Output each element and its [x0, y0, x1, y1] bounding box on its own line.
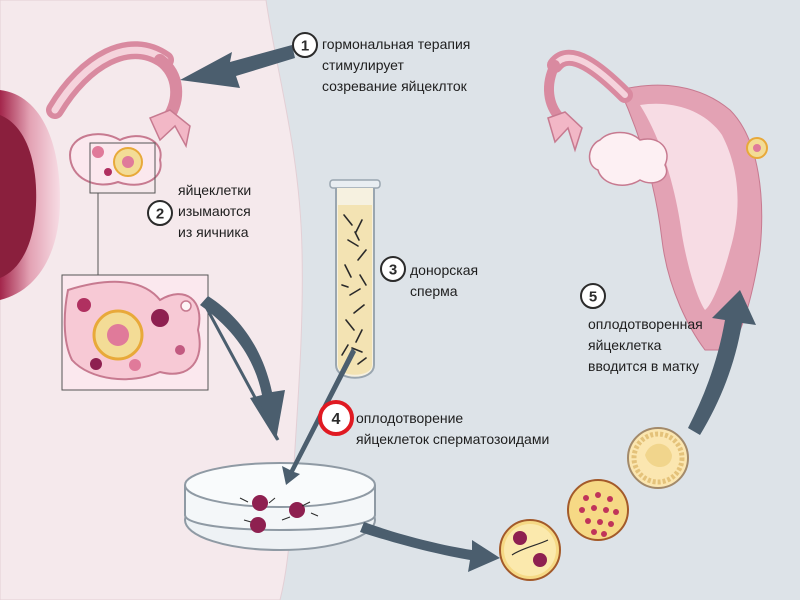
step-1-line: стимулирует [322, 57, 404, 73]
arrow-step1 [180, 45, 295, 88]
arrow-inset-line [203, 304, 280, 441]
step-number-1: 1 [301, 38, 309, 55]
step-5-line: вводится в матку [588, 358, 700, 374]
step-number-3: 3 [389, 262, 397, 279]
arrow-embryo-to-uterus [688, 290, 756, 435]
step-5-label: оплодотворенная яйцеклетка вводится в ма… [588, 314, 703, 377]
left-uterus [0, 41, 191, 300]
step-marker-4: 4 [318, 400, 354, 436]
step-5-line: оплодотворенная [588, 316, 703, 332]
step-marker-2: 2 [147, 200, 173, 226]
step-marker-5: 5 [580, 283, 606, 309]
step-1-line: созревание яйцеклток [322, 78, 467, 94]
arrow-inset-to-dish [200, 296, 285, 440]
step-marker-3: 3 [380, 256, 406, 282]
step-2-line: яйцеклетки [178, 182, 252, 198]
step-2-label: яйцеклетки изымаются из яичника [178, 180, 251, 243]
arrow-dish-to-embryo [360, 522, 500, 572]
ovary-detail-frame [89, 142, 156, 194]
step-4-label: оплодотворение яйцеклеток сперматозоидам… [356, 408, 549, 450]
step-2-line: изымаются [178, 203, 251, 219]
step-5-line: яйцеклетка [588, 337, 662, 353]
step-3-line: сперма [410, 283, 458, 299]
test-tube [329, 179, 381, 379]
step-marker-1: 1 [292, 32, 318, 58]
step-number-5: 5 [589, 289, 597, 306]
step-1-line: гормональная терапия [322, 36, 471, 52]
ovary-magnified-inset [61, 274, 209, 391]
step-3-line: донорская [410, 262, 479, 278]
step-2-line: из яичника [178, 224, 249, 240]
step-number-4: 4 [332, 411, 341, 428]
step-1-label: гормональная терапия стимулирует созрева… [322, 34, 470, 97]
step-4-line: яйцеклеток сперматозоидами [356, 431, 550, 447]
embryo-stages [499, 427, 689, 581]
step-number-2: 2 [156, 206, 164, 223]
step-3-label: донорская сперма [410, 260, 478, 302]
right-uterus [544, 49, 768, 351]
petri-dish [184, 462, 376, 551]
left-ovary [68, 133, 162, 186]
step-4-line: оплодотворение [356, 410, 464, 426]
